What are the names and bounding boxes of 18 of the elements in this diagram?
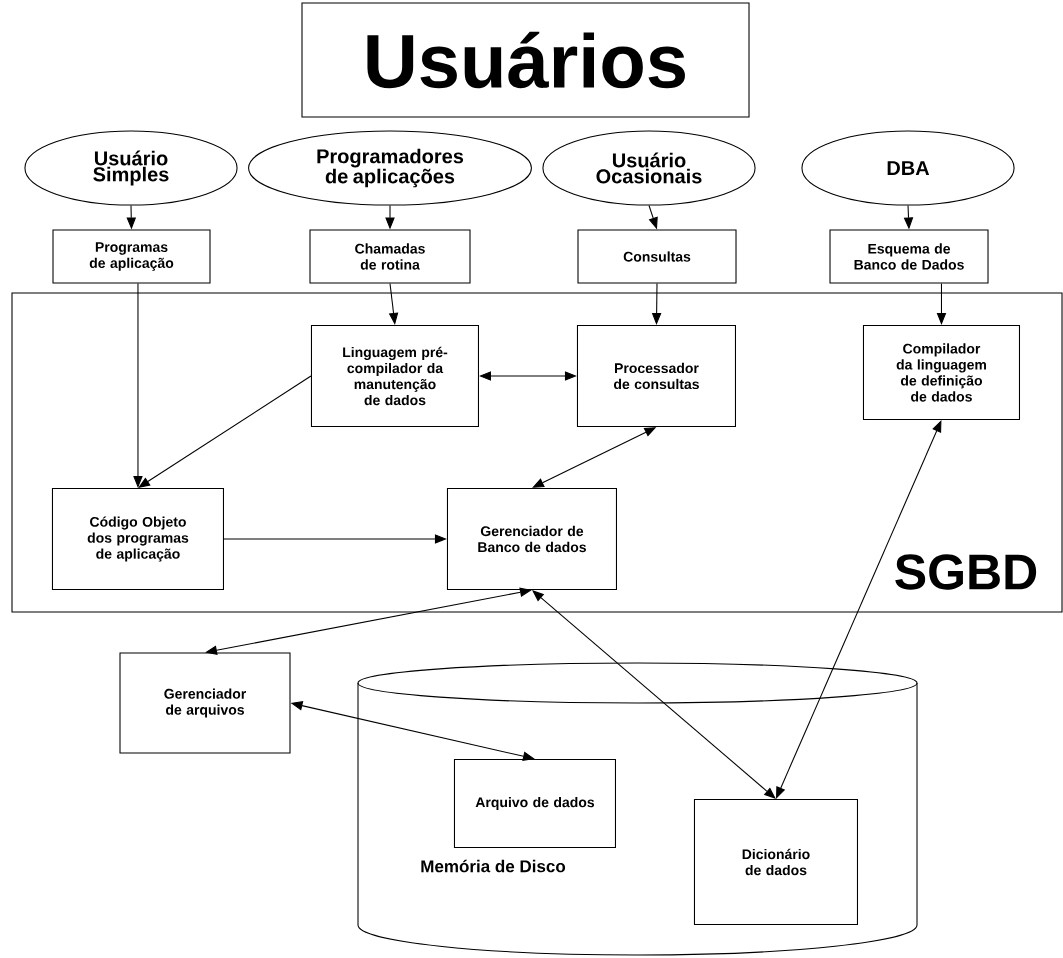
module-box: Código Objeto dos programas de aplicação [51,487,224,590]
module-box: Processador de consultas [576,324,736,427]
interface-box: Consultas [577,229,737,284]
interface-box: Esquema de Banco de Dados [829,229,989,284]
file-box: Arquivo de dados [453,758,616,848]
arrow [776,420,942,799]
arrow [138,375,312,488]
module-box: Compilador da linguagem de definição de dados [862,324,1020,420]
file-box: Dicionário de dados [693,798,858,925]
module-box: Linguagem pré-compilador da manutenção de dados [310,324,479,427]
interface-box: Chamadas de rotina [309,229,471,284]
interface-box: Programas de aplicação [52,229,211,284]
module-box: Gerenciador de arquivos [119,652,291,754]
module-box: Gerenciador de Banco de dados [446,487,617,590]
arrow [205,587,532,655]
arrow [532,590,776,799]
node-label: Memória de Disco [421,859,566,873]
title-box: Usuários [301,2,750,118]
